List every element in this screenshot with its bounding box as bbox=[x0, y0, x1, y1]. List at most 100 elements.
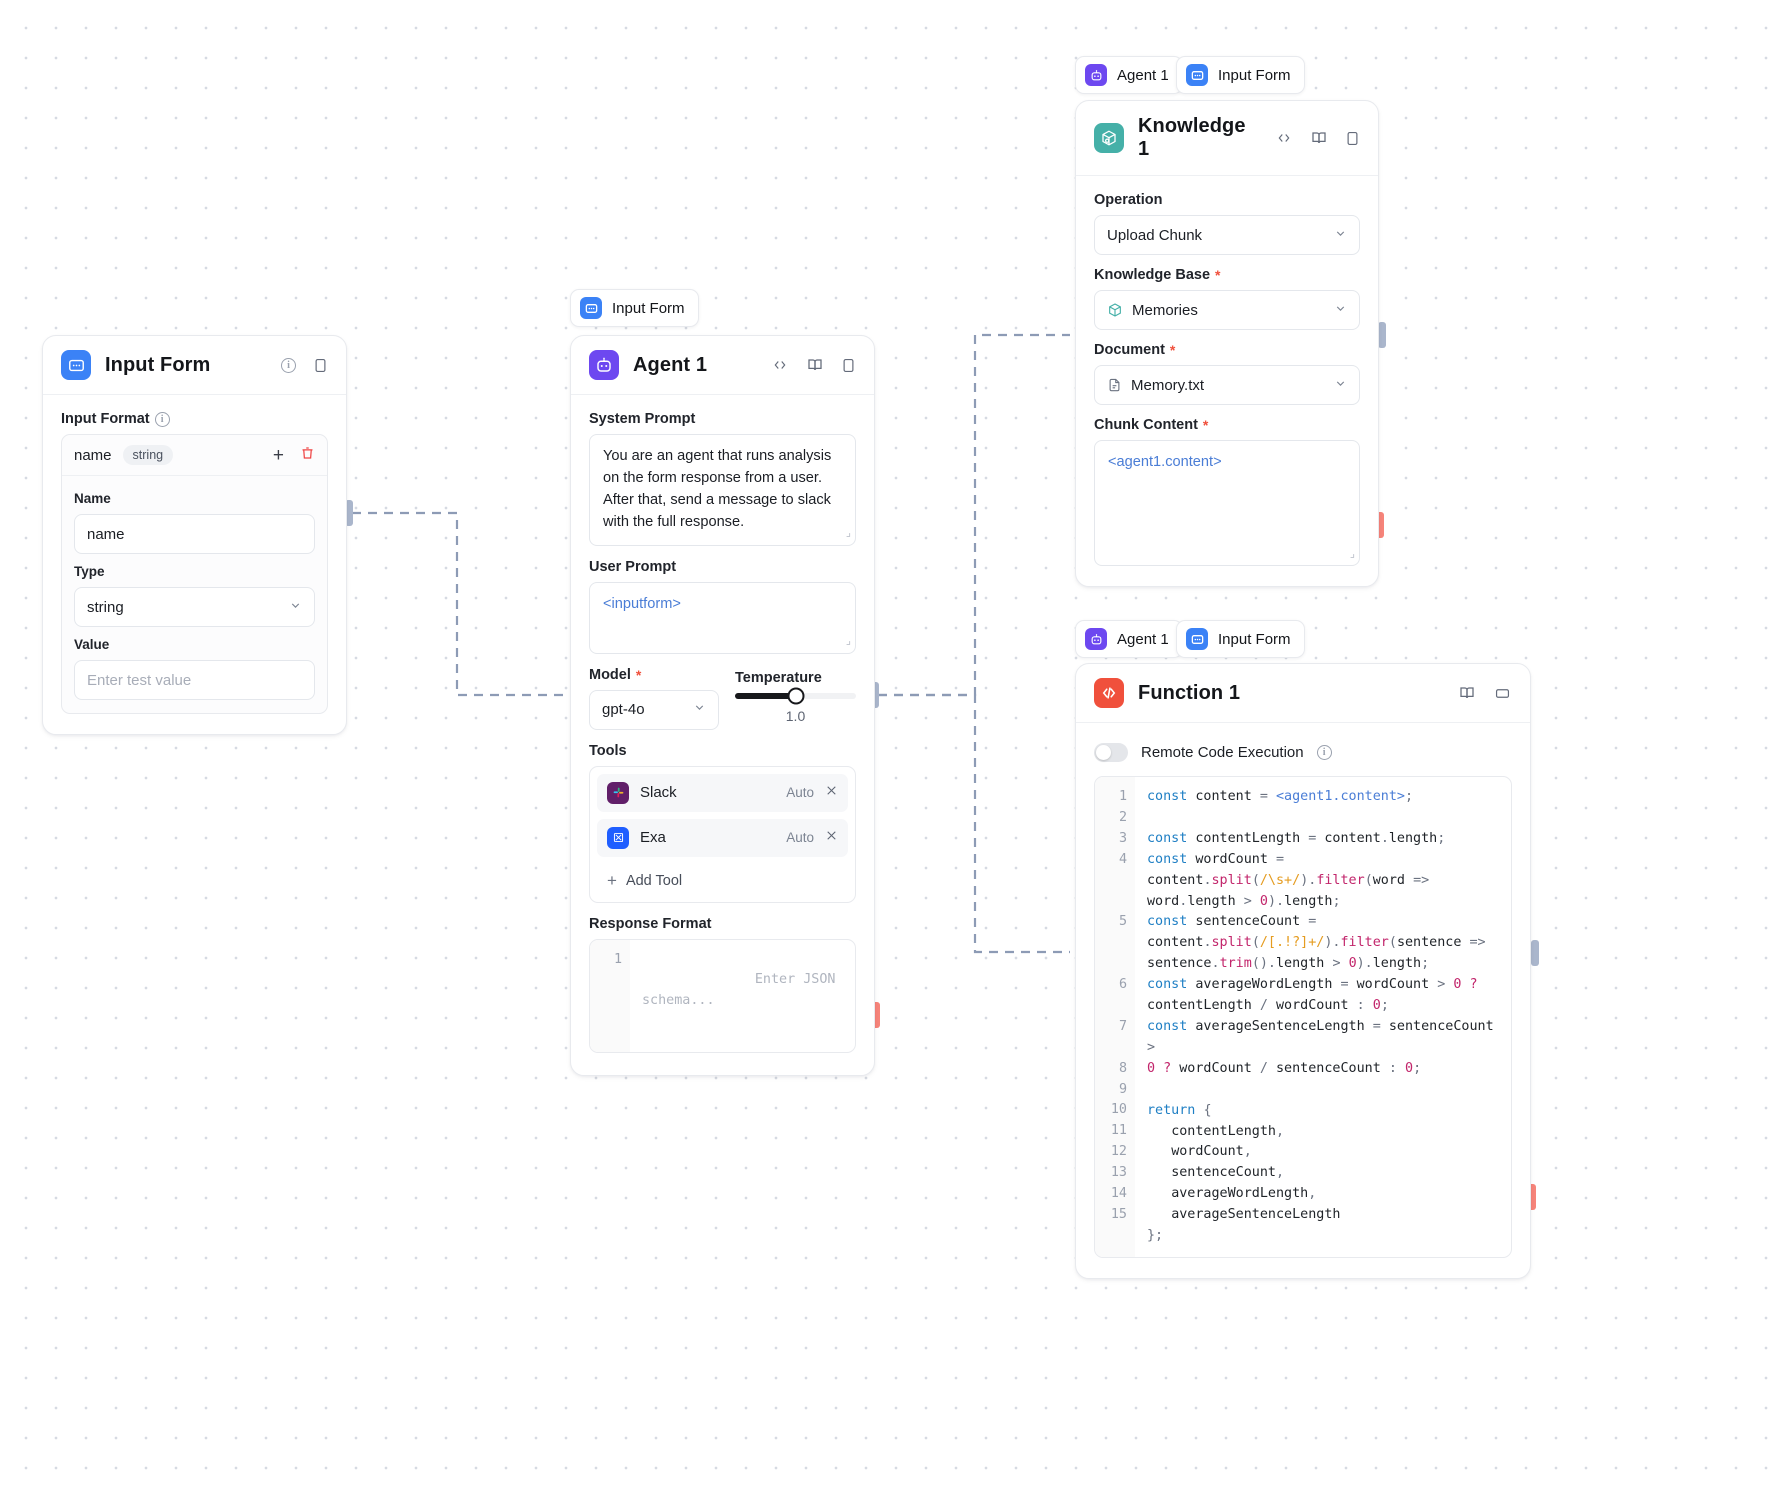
tool-item-slack[interactable]: Slack Auto bbox=[597, 773, 848, 812]
input-form-icon bbox=[1186, 628, 1208, 650]
chip-label: Agent 1 bbox=[1117, 66, 1169, 84]
value-label: Value bbox=[74, 637, 110, 652]
node-header[interactable]: Knowledge 1 bbox=[1076, 101, 1378, 176]
add-field-button[interactable]: + bbox=[272, 444, 284, 466]
resize-grip-icon[interactable]: ⌟ bbox=[845, 635, 851, 648]
info-icon[interactable]: i bbox=[281, 357, 296, 373]
node-header[interactable]: Input Form i bbox=[43, 336, 346, 395]
node-knowledge[interactable]: Knowledge 1 Operation Upload Ch bbox=[1075, 100, 1379, 587]
chip-input-form-bottom[interactable]: Input Form bbox=[1176, 620, 1305, 658]
chevron-down-icon bbox=[289, 599, 302, 616]
book-icon[interactable] bbox=[1310, 130, 1328, 146]
response-format-editor[interactable]: 1 Enter JSON schema... bbox=[589, 938, 856, 1053]
add-tool-button[interactable]: + Add Tool bbox=[597, 864, 848, 895]
knowledge-base-label: Knowledge Base* bbox=[1094, 267, 1221, 283]
tool-mode[interactable]: Auto bbox=[786, 830, 814, 846]
chevron-down-icon bbox=[1334, 227, 1347, 244]
operation-select[interactable]: Upload Chunk bbox=[1094, 215, 1360, 255]
chip-label: Agent 1 bbox=[1117, 630, 1169, 648]
remote-code-execution-row[interactable]: Remote Code Execution i bbox=[1094, 739, 1512, 776]
expand-panel-icon[interactable] bbox=[1493, 686, 1512, 701]
node-input-form[interactable]: Input Form i Input Format i name string bbox=[42, 335, 347, 735]
chevron-down-icon bbox=[1334, 377, 1347, 394]
port-inputform-out[interactable] bbox=[345, 500, 353, 526]
knowledge-box-icon bbox=[1094, 123, 1124, 153]
name-input[interactable]: name bbox=[74, 514, 315, 554]
value-input[interactable]: Enter test value bbox=[74, 660, 315, 700]
system-prompt-label: System Prompt bbox=[589, 411, 696, 427]
knowledge-base-select[interactable]: Memories bbox=[1094, 290, 1360, 330]
node-function[interactable]: Function 1 Remote Code Execution i bbox=[1075, 663, 1531, 1279]
json-schema-input[interactable]: Enter JSON schema... bbox=[642, 972, 844, 1009]
robot-icon bbox=[1085, 64, 1107, 86]
toggle-knob bbox=[1096, 745, 1111, 760]
user-prompt-textarea[interactable]: <inputform> ⌟ bbox=[589, 581, 856, 654]
code-brackets-icon[interactable] bbox=[771, 358, 789, 372]
remote-code-execution-toggle[interactable] bbox=[1094, 743, 1128, 762]
chip-agent-1-bottom[interactable]: Agent 1 bbox=[1075, 620, 1183, 658]
port-function-in[interactable] bbox=[1531, 940, 1539, 966]
chip-input-form[interactable]: Input Form bbox=[570, 289, 699, 327]
system-prompt-textarea[interactable]: You are an agent that runs analysis on t… bbox=[589, 434, 856, 546]
info-icon[interactable]: i bbox=[1316, 745, 1332, 760]
port-agent-error[interactable] bbox=[872, 1002, 880, 1028]
temperature-label: Temperature bbox=[735, 669, 822, 686]
operation-label: Operation bbox=[1094, 192, 1163, 208]
resize-grip-icon[interactable]: ⌟ bbox=[845, 527, 851, 540]
chip-agent-1-top[interactable]: Agent 1 bbox=[1075, 56, 1183, 94]
chip-label: Input Form bbox=[1218, 66, 1291, 84]
delete-field-button[interactable] bbox=[300, 445, 315, 465]
remove-tool-icon[interactable] bbox=[825, 784, 838, 801]
response-format-label: Response Format bbox=[589, 915, 712, 932]
robot-icon bbox=[1085, 628, 1107, 650]
node-title: Input Form bbox=[105, 353, 211, 376]
tools-label: Tools bbox=[589, 742, 627, 759]
temperature-slider[interactable] bbox=[735, 687, 856, 705]
robot-icon bbox=[589, 350, 619, 380]
type-select[interactable]: string bbox=[74, 587, 315, 627]
port-agent-out[interactable] bbox=[871, 682, 879, 708]
remove-tool-icon[interactable] bbox=[825, 829, 838, 846]
tools-list: Slack Auto Exa Auto bbox=[589, 765, 856, 903]
chip-label: Input Form bbox=[612, 299, 685, 317]
port-knowledge-out[interactable] bbox=[1376, 512, 1384, 538]
chip-input-form-top[interactable]: Input Form bbox=[1176, 56, 1305, 94]
document-select[interactable]: Memory.txt bbox=[1094, 365, 1360, 405]
node-header[interactable]: Function 1 bbox=[1076, 664, 1530, 723]
line-numbers: 1 bbox=[590, 939, 630, 1052]
chunk-content-label: Chunk Content* bbox=[1094, 417, 1209, 433]
exa-icon bbox=[607, 826, 629, 849]
tool-item-exa[interactable]: Exa Auto bbox=[597, 818, 848, 857]
port-function-out[interactable] bbox=[1528, 1184, 1536, 1210]
type-label: Type bbox=[74, 564, 105, 579]
info-icon[interactable]: i bbox=[154, 411, 170, 427]
tool-name: Slack bbox=[640, 784, 677, 802]
input-form-icon bbox=[580, 297, 602, 319]
book-icon[interactable] bbox=[806, 357, 824, 373]
panel-icon[interactable] bbox=[841, 357, 856, 374]
panel-icon[interactable] bbox=[313, 357, 328, 374]
format-row[interactable]: name string + bbox=[62, 435, 327, 476]
code-brackets-icon[interactable] bbox=[1275, 131, 1293, 145]
model-select[interactable]: gpt-4o bbox=[589, 689, 719, 730]
node-header[interactable]: Agent 1 bbox=[571, 336, 874, 395]
code-content[interactable]: const content = <agent1.content>; const … bbox=[1147, 789, 1502, 1244]
panel-icon[interactable] bbox=[1345, 130, 1360, 147]
input-form-icon bbox=[61, 350, 91, 380]
format-name: name bbox=[74, 446, 112, 464]
slider-fill bbox=[735, 692, 796, 699]
resize-grip-icon[interactable]: ⌟ bbox=[1349, 547, 1355, 560]
tool-mode[interactable]: Auto bbox=[786, 785, 814, 801]
knowledge-box-icon bbox=[1107, 302, 1123, 318]
port-knowledge-in[interactable] bbox=[1378, 322, 1386, 348]
book-icon[interactable] bbox=[1458, 685, 1476, 701]
input-format-label: Input Format i bbox=[61, 411, 328, 427]
slider-knob[interactable] bbox=[787, 687, 804, 705]
temperature-value: 1.0 bbox=[785, 707, 806, 724]
document-label: Document* bbox=[1094, 342, 1176, 358]
chunk-content-textarea[interactable]: <agent1.content> ⌟ bbox=[1094, 440, 1360, 566]
chevron-down-icon bbox=[1334, 302, 1347, 319]
node-agent[interactable]: Agent 1 System Prompt You are a bbox=[570, 335, 875, 1076]
